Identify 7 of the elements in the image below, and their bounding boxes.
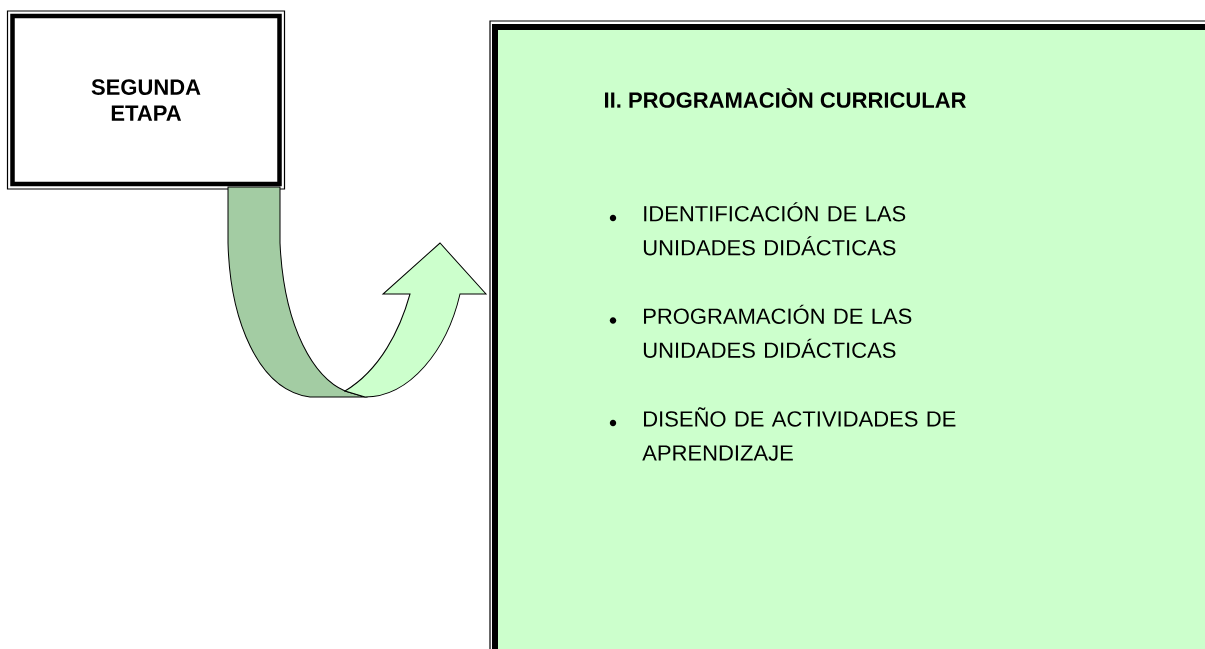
panel-title: II. PROGRAMACIÒN CURRICULAR [605,88,967,108]
stage-box: SEGUNDA ETAPA [6,10,286,190]
curved-arrow [227,186,487,398]
content-panel [489,20,1205,649]
bullet-item: DISEÑO DE ACTIVIDADES DE APRENDIZAJE [609,407,956,461]
bullet-item: IDENTIFICACIÓN DE LAS UNIDADES DIDÁCTICAS [609,202,906,256]
bullet-item: PROGRAMACIÓN DE LAS UNIDADES DIDÁCTICAS [609,304,912,358]
